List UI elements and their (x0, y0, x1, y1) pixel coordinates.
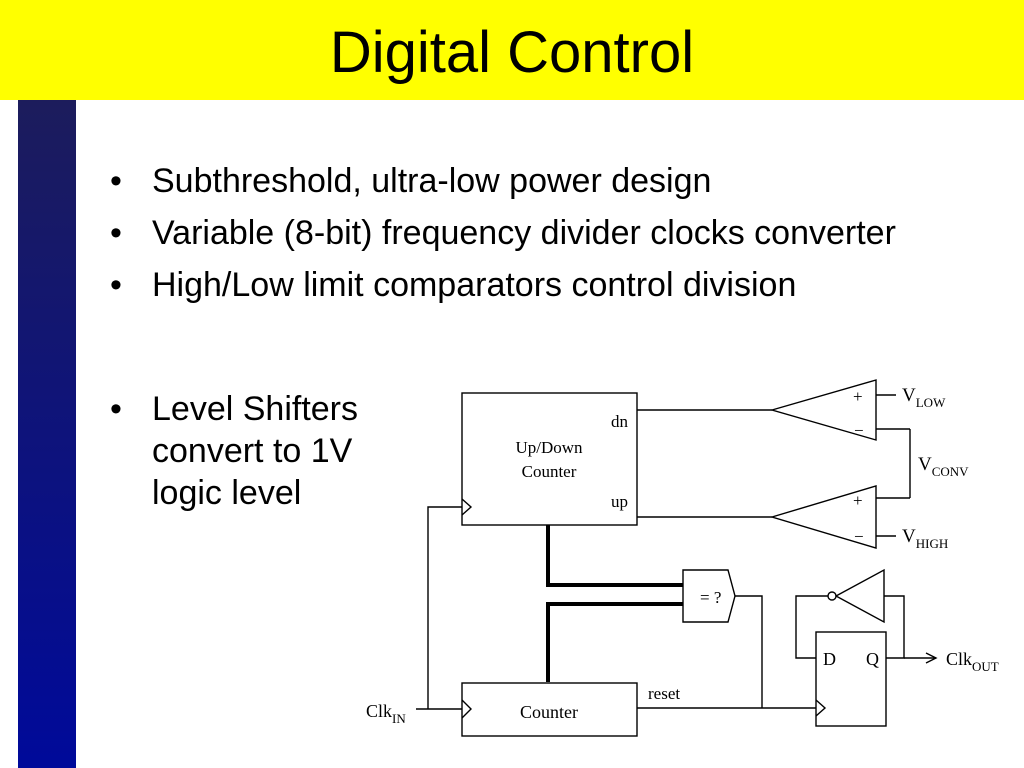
flipflop-clock-marker (815, 699, 827, 717)
bullet-text: Subthreshold, ultra-low power design (152, 162, 712, 200)
bus-counter-to-eq (546, 602, 683, 682)
up-label: up (611, 492, 628, 511)
vhigh-label: VHIGH (902, 526, 948, 551)
comparator-bottom (769, 485, 877, 549)
vconv-sub: CONV (932, 464, 969, 479)
vhigh-sub: HIGH (916, 536, 949, 551)
feedback-q (884, 595, 905, 659)
clk-out-arrowhead (925, 652, 938, 664)
comp-bottom-plus: + (853, 491, 863, 510)
vconv-main: V (918, 454, 932, 475)
comparator-top (769, 379, 877, 441)
bullet-dot: • (110, 214, 122, 252)
dn-label: dn (611, 412, 629, 431)
inverter-bubble (827, 591, 837, 601)
ff-q-label: Q (866, 649, 879, 669)
bullet-text: High/Low limit comparators control divis… (152, 266, 797, 304)
feedback-d (795, 595, 828, 659)
clk-in-sub: IN (392, 711, 406, 726)
slide-title: Digital Control (329, 20, 695, 85)
comp-top-minus: − (854, 421, 864, 440)
vlow-label: VLOW (902, 385, 946, 410)
comp-top-plus: + (853, 387, 863, 406)
equality-label: = ? (700, 588, 721, 607)
bullet-dot: • (110, 390, 122, 428)
vlow-sub: LOW (916, 395, 946, 410)
clk-out-sub: OUT (972, 659, 999, 674)
inverter (834, 568, 885, 624)
eq-output-wire (735, 595, 763, 708)
updown-label-line2: Counter (522, 462, 577, 481)
clk-out-main: Clk (946, 649, 972, 669)
bullet-item: • Level Shifters convert to 1V logic lev… (110, 388, 410, 514)
vhigh-main: V (902, 526, 916, 547)
comp-bottom-minus: − (854, 527, 864, 546)
bullet-item: • High/Low limit comparators control div… (110, 264, 930, 306)
clk-in-label: ClkIN (366, 701, 406, 726)
clk-out-label: ClkOUT (946, 649, 999, 674)
bullet-text: Level Shifters convert to 1V logic level (152, 390, 358, 512)
updown-clock-marker (461, 498, 473, 516)
counter-clock-marker (461, 699, 472, 719)
ff-d-label: D (823, 649, 836, 669)
bullet-list-secondary: • Level Shifters convert to 1V logic lev… (110, 388, 410, 524)
d-flipflop (815, 631, 887, 727)
bullet-text: Variable (8-bit) frequency divider clock… (152, 214, 896, 252)
bullet-list: • Subthreshold, ultra-low power design •… (110, 160, 930, 316)
bullet-item: • Subthreshold, ultra-low power design (110, 160, 930, 202)
updown-label-line1: Up/Down (515, 438, 583, 457)
clk-in-main: Clk (366, 701, 392, 721)
clk-in-branch (427, 506, 462, 709)
vconv-label: VCONV (918, 454, 969, 479)
counter-label: Counter (520, 702, 578, 722)
bullet-dot: • (110, 266, 122, 304)
bus-updown-to-eq (546, 525, 683, 587)
bullet-item: • Variable (8-bit) frequency divider clo… (110, 212, 930, 254)
title-bar (0, 0, 1024, 100)
side-accent-bar (18, 100, 76, 768)
bullet-dot: • (110, 162, 122, 200)
reset-label: reset (648, 684, 680, 703)
equality-comparator (682, 569, 736, 623)
updown-counter-box (461, 392, 638, 526)
vlow-main: V (902, 385, 916, 406)
